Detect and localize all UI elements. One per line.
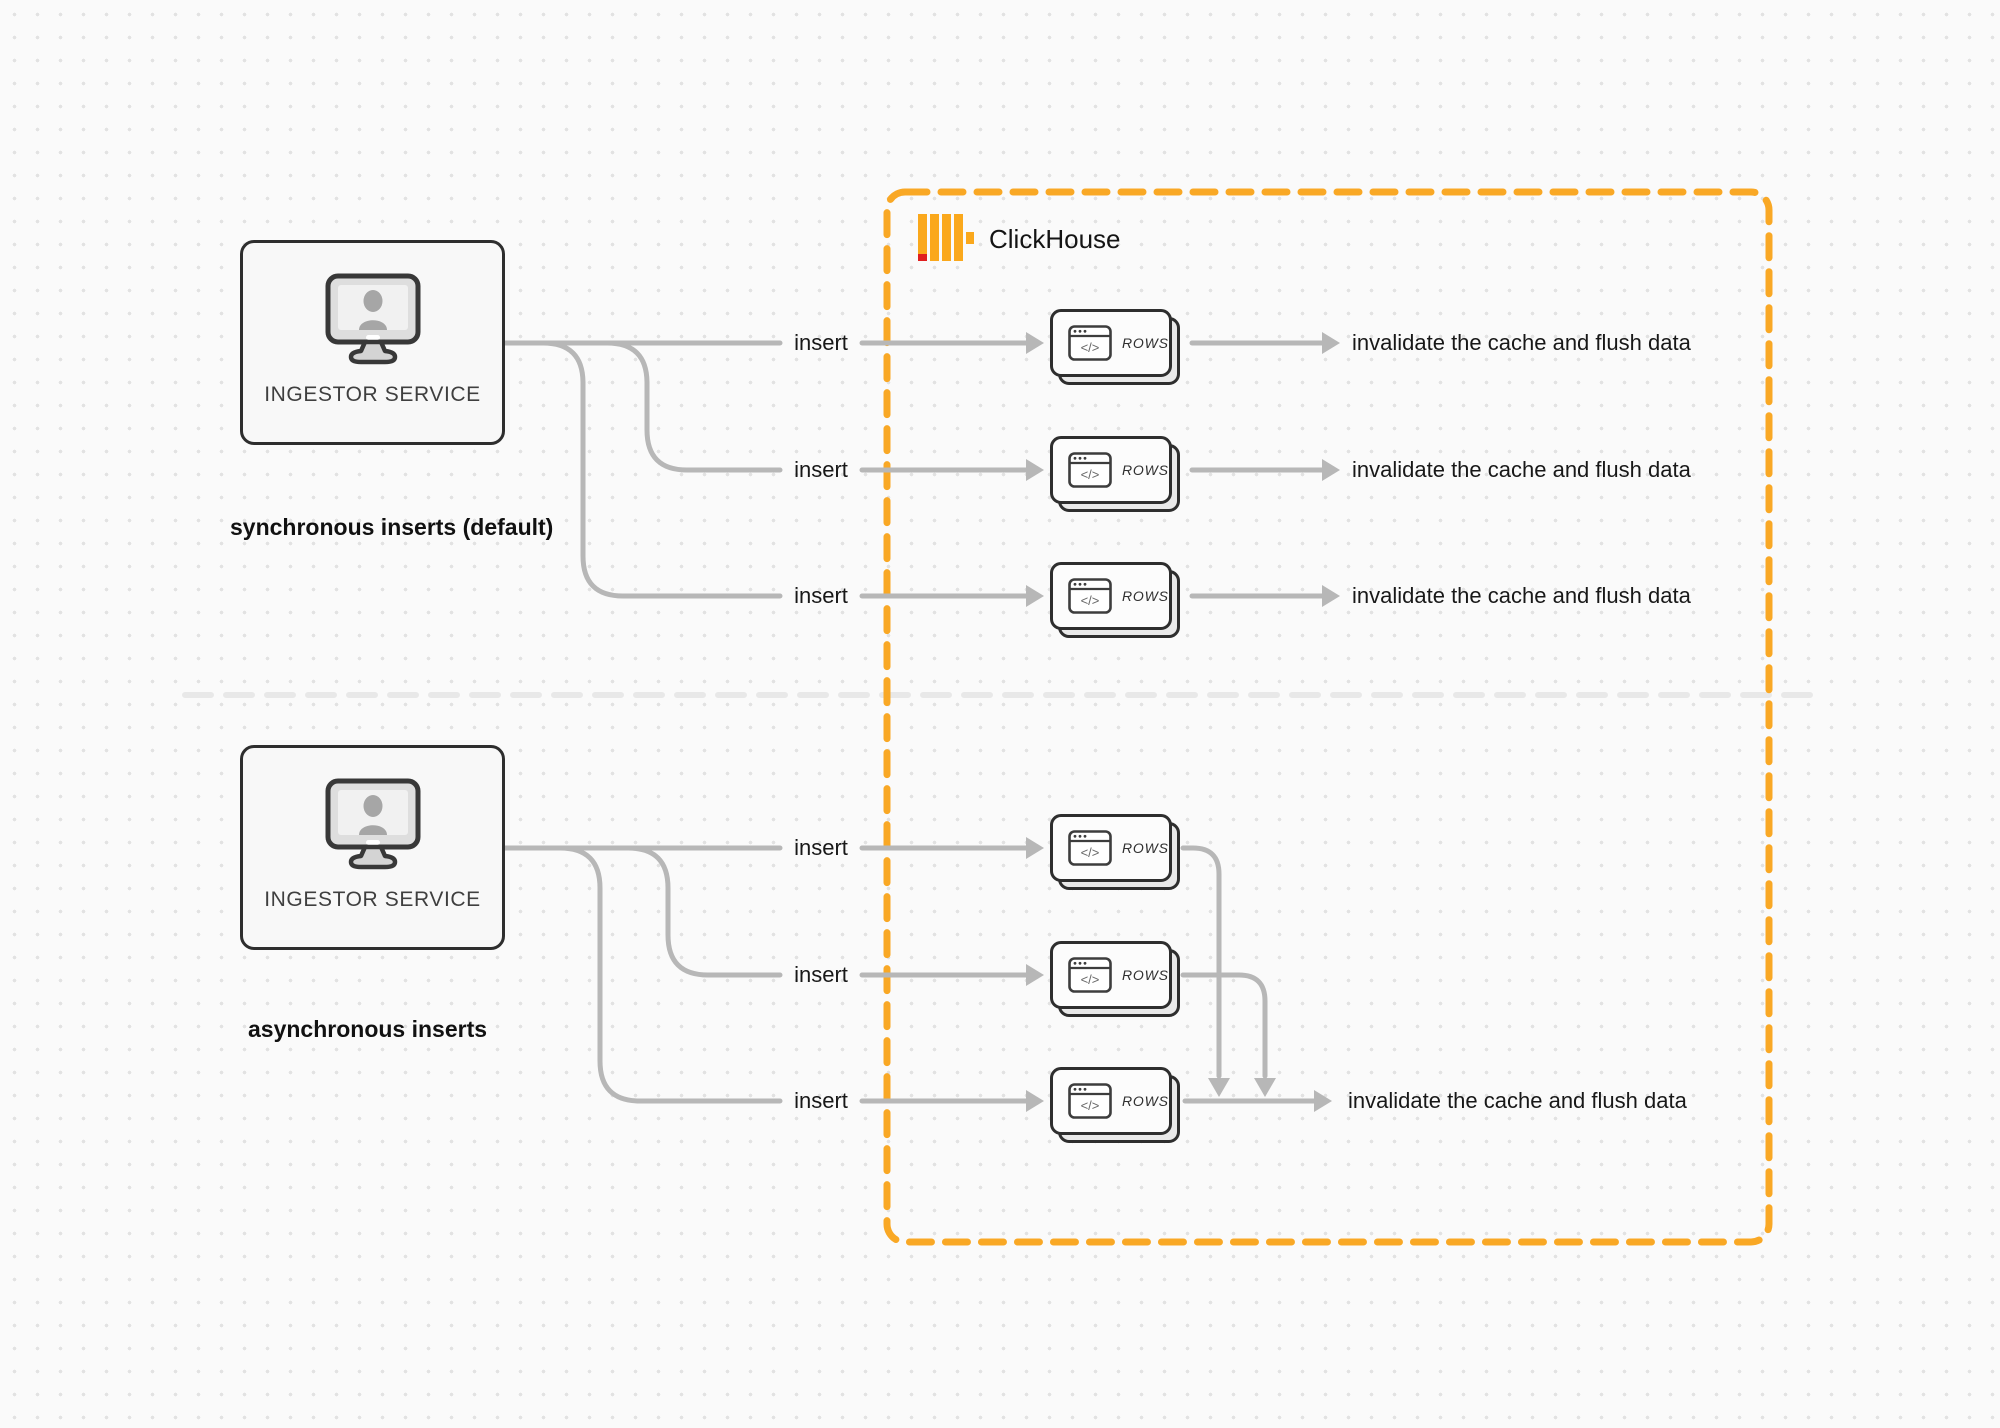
arrow-head-down-icon xyxy=(1254,1078,1276,1097)
rows-card: </> ROWS xyxy=(1050,562,1181,639)
arrow-head-right-icon xyxy=(1026,459,1044,481)
async-line-row3 xyxy=(557,845,783,1104)
async-merge-arrows xyxy=(1180,845,1332,1112)
async-ingestor-service-box: INGESTOR SERVICE xyxy=(240,745,505,950)
insert-label: insert xyxy=(794,1088,848,1113)
result-label: invalidate the cache and flush data xyxy=(1352,583,1691,608)
person-silhouette-icon xyxy=(363,795,382,817)
insert-label: insert xyxy=(794,962,848,987)
async-caption: asynchronous inserts xyxy=(248,1016,488,1042)
arrow-head-right-icon xyxy=(1314,1090,1332,1112)
rows-card: </> ROWS xyxy=(1050,1067,1181,1144)
code-window-icon: </> xyxy=(1068,578,1112,614)
result-label: invalidate the cache and flush data xyxy=(1352,457,1691,482)
async-line-row2 xyxy=(625,845,783,978)
sync-result-arrows xyxy=(1189,332,1340,607)
card-face: </> ROWS xyxy=(1050,941,1172,1009)
arrow-head-right-icon xyxy=(1322,585,1340,607)
clickhouse-label: ClickHouse xyxy=(989,223,1121,254)
sync-insert-arrows xyxy=(859,332,1044,607)
async-insert-arrows xyxy=(859,837,1044,1112)
merge-line-from-row2 xyxy=(1180,972,1268,1079)
sync-line-row3 xyxy=(540,340,783,599)
code-window-icon: </> xyxy=(1068,325,1112,361)
arrow-head-right-icon xyxy=(1322,332,1340,354)
insert-label: insert xyxy=(794,835,848,860)
code-window-icon: </> xyxy=(1068,957,1112,993)
card-face: </> ROWS xyxy=(1050,1067,1172,1135)
rows-card: </> ROWS xyxy=(1050,436,1181,513)
person-silhouette-icon xyxy=(363,290,382,312)
rows-label: ROWS xyxy=(1122,588,1169,604)
rows-label: ROWS xyxy=(1122,462,1169,478)
svg-text:</>: </> xyxy=(1081,1098,1100,1113)
arrow-head-right-icon xyxy=(1026,964,1044,986)
svg-text:</>: </> xyxy=(1081,593,1100,608)
rows-label: ROWS xyxy=(1122,1093,1169,1109)
arrow-head-right-icon xyxy=(1322,459,1340,481)
card-face: </> ROWS xyxy=(1050,562,1172,630)
insert-label: insert xyxy=(794,583,848,608)
rows-label: ROWS xyxy=(1122,335,1169,351)
result-label: invalidate the cache and flush data xyxy=(1352,330,1691,355)
arrow-head-right-icon xyxy=(1026,332,1044,354)
rows-label: ROWS xyxy=(1122,840,1169,856)
svg-text:</>: </> xyxy=(1081,467,1100,482)
insert-label: insert xyxy=(794,457,848,482)
user-workstation-icon xyxy=(325,273,420,365)
rows-card: </> ROWS xyxy=(1050,814,1181,891)
clickhouse-red-accent xyxy=(918,254,927,261)
sync-ingestor-service-box: INGESTOR SERVICE xyxy=(240,240,505,445)
merge-line-from-row1 xyxy=(1180,845,1222,1079)
code-window-icon: </> xyxy=(1068,1083,1112,1119)
rows-card: </> ROWS xyxy=(1050,309,1181,386)
sync-line-row2 xyxy=(604,340,783,473)
clickhouse-logo-icon xyxy=(918,214,974,261)
async-fanout-lines xyxy=(502,845,783,1104)
clickhouse-dashed-boundary xyxy=(883,188,1773,1246)
card-face: </> ROWS xyxy=(1050,814,1172,882)
sync-caption: synchronous inserts (default) xyxy=(230,514,554,540)
rows-card: </> ROWS xyxy=(1050,941,1181,1018)
arrow-head-right-icon xyxy=(1026,585,1044,607)
rows-label: ROWS xyxy=(1122,967,1169,983)
sync-fanout-lines xyxy=(502,340,783,599)
arrow-head-right-icon xyxy=(1026,1090,1044,1112)
card-face: </> ROWS xyxy=(1050,436,1172,504)
clickhouse-logo: ClickHouse xyxy=(916,212,1121,266)
service-box-label: INGESTOR SERVICE xyxy=(264,888,481,911)
code-window-icon: </> xyxy=(1068,830,1112,866)
insert-label: insert xyxy=(794,330,848,355)
service-box-label: INGESTOR SERVICE xyxy=(264,383,481,406)
svg-text:</>: </> xyxy=(1081,972,1100,987)
card-face: </> ROWS xyxy=(1050,309,1172,377)
arrow-head-right-icon xyxy=(1026,837,1044,859)
arrow-head-down-icon xyxy=(1208,1078,1230,1097)
svg-text:</>: </> xyxy=(1081,845,1100,860)
result-label: invalidate the cache and flush data xyxy=(1348,1088,1687,1113)
code-window-icon: </> xyxy=(1068,452,1112,488)
svg-text:</>: </> xyxy=(1081,340,1100,355)
user-workstation-icon xyxy=(325,778,420,870)
